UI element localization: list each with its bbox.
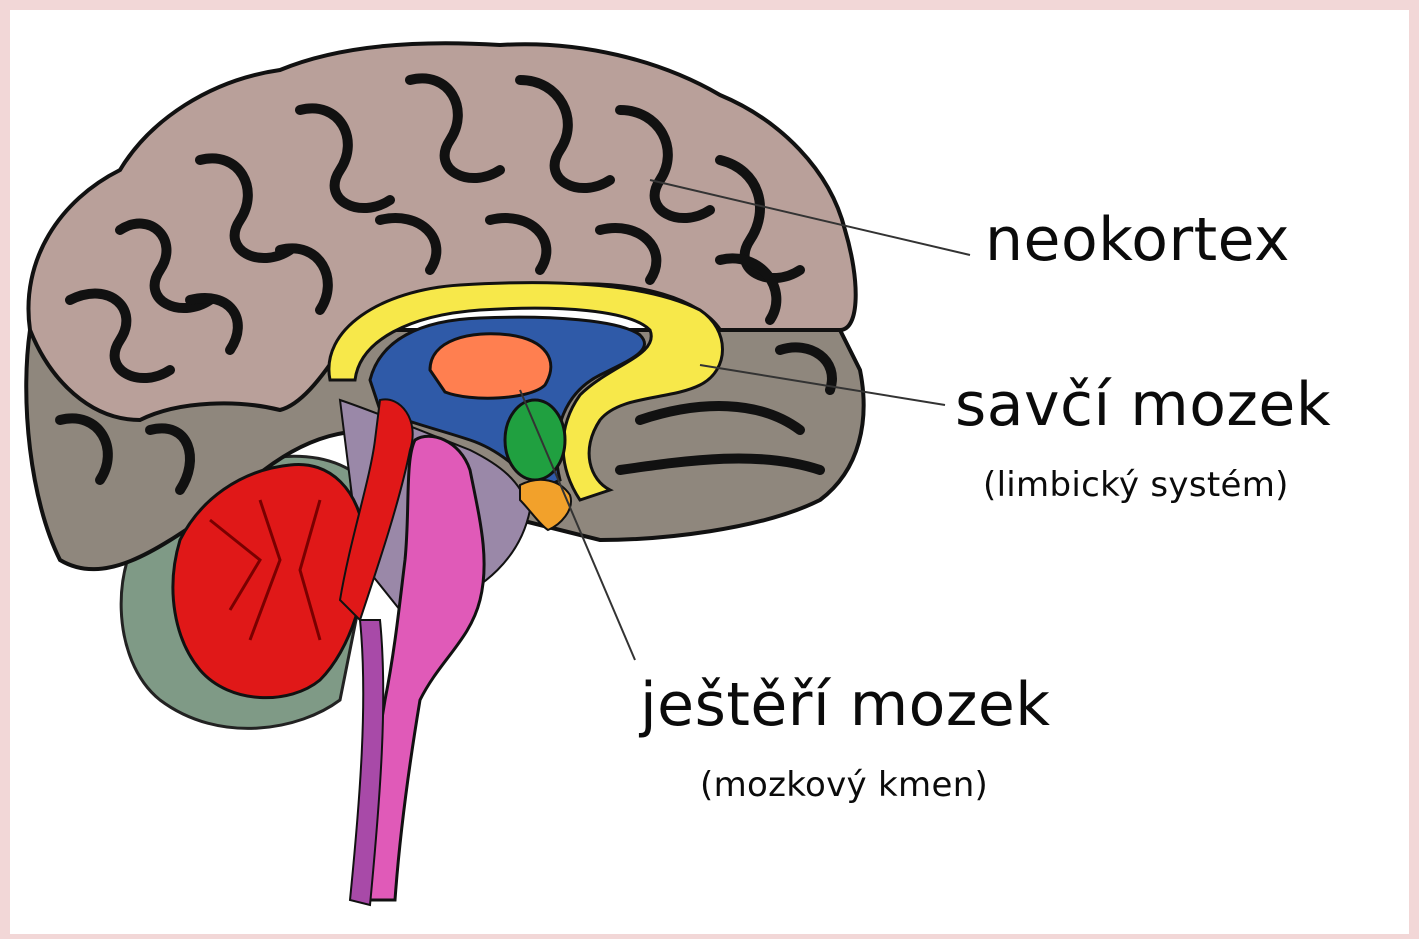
limbic-label: savčí mozek xyxy=(955,375,1331,435)
limbic-sub-label: (limbický systém) xyxy=(983,468,1289,502)
reptilian-sub-label: (mozkový kmen) xyxy=(700,768,988,802)
reptilian-label: ještěří mozek xyxy=(640,675,1051,735)
hypothalamus xyxy=(505,400,565,480)
thalamus xyxy=(430,334,551,398)
neocortex-label: neokortex xyxy=(985,210,1290,270)
